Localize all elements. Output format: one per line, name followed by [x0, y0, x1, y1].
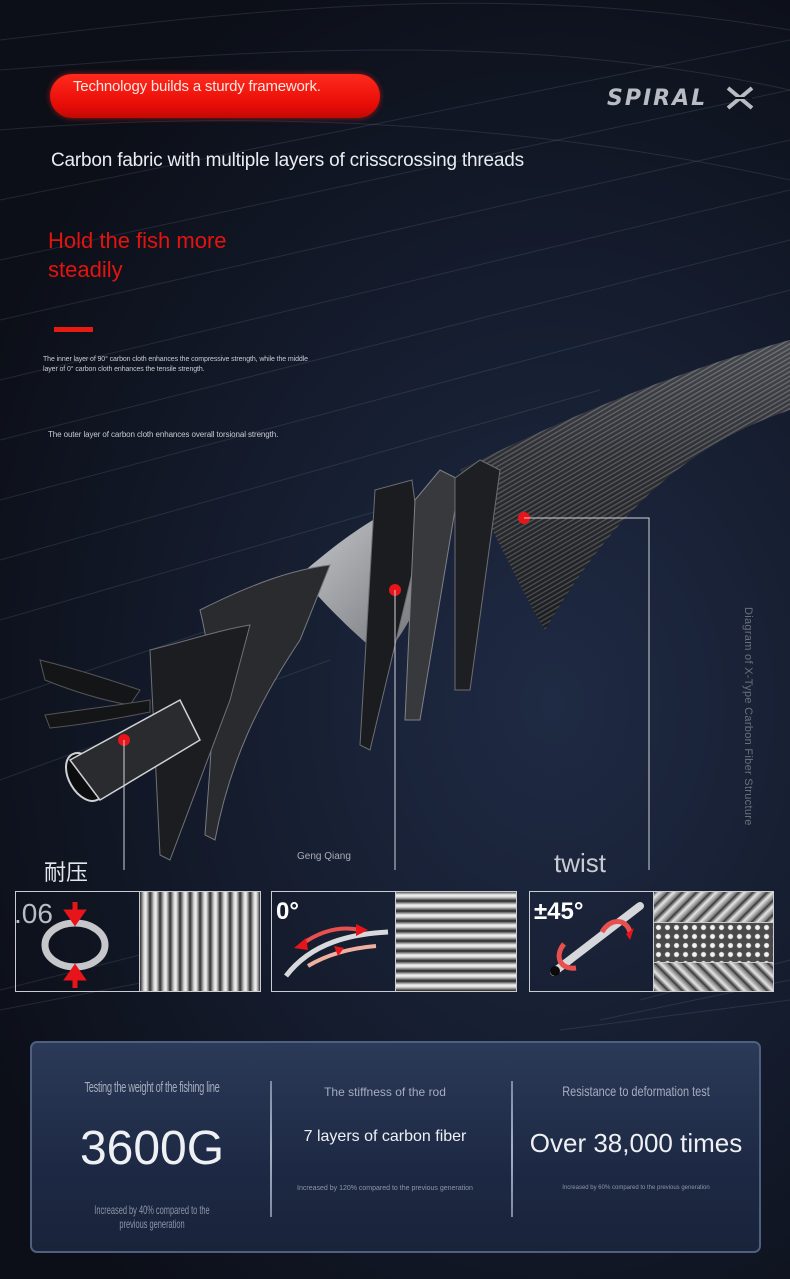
- stat-value: 3600G: [79, 1122, 225, 1175]
- stat-rod-stiffness: The stiffness of the rod 7 layers of car…: [276, 1043, 494, 1251]
- inner-middle-layer-description: The inner layer of 90° carbon cloth enha…: [43, 356, 308, 373]
- brand-logo: SPIRAL: [607, 86, 708, 111]
- stat-note: Increased by 60% compared to the previou…: [562, 1185, 710, 1191]
- vertical-stripes-pattern: [140, 892, 260, 991]
- layer-label-compression: 耐压: [44, 860, 89, 885]
- crosshatch-weave-pattern: [654, 892, 773, 991]
- stat-line-weight: Testing the weight of the fishing line 3…: [42, 1043, 262, 1251]
- stat-caption: The stiffness of the rod: [324, 1085, 446, 1099]
- diagram-caption: Diagram of X-Type Carbon Fiber Structure: [742, 607, 754, 826]
- layer-panel-twist: ±45°: [529, 891, 774, 992]
- stat-caption: Resistance to deformation test: [562, 1083, 710, 1099]
- stat-value: Over 38,000 times: [529, 1128, 743, 1158]
- accent-bar: [54, 327, 93, 332]
- layer-panel-compression: .06: [15, 891, 261, 992]
- layer-label-twist: twist: [554, 848, 606, 878]
- stat-divider: [270, 1081, 272, 1217]
- stat-deformation-resistance: Resistance to deformation test Over 38,0…: [516, 1043, 756, 1251]
- performance-stats-panel: Testing the weight of the fishing line 3…: [30, 1041, 761, 1253]
- stat-caption: Testing the weight of the fishing line: [84, 1079, 220, 1096]
- feature-heading: Hold the fish more steadily: [48, 228, 227, 282]
- layer-label-tensile: Geng Qiang: [297, 851, 351, 862]
- torsion-rotation-icon: ±45°: [530, 892, 654, 991]
- tagline-badge: Technology builds a sturdy framework.: [50, 74, 380, 118]
- section-subtitle: Carbon fabric with multiple layers of cr…: [51, 150, 524, 171]
- angle-label: ±45°: [534, 898, 584, 925]
- tagline-badge-text: Technology builds a sturdy framework.: [73, 78, 321, 95]
- compression-ring-icon: .06: [16, 892, 140, 991]
- stat-note: Increased by 40% compared to the previou…: [94, 1203, 210, 1231]
- horizontal-stripes-pattern: [396, 892, 516, 991]
- tension-arrows-icon: 0°: [272, 892, 396, 991]
- stat-value: 7 layers of carbon fiber: [303, 1128, 467, 1145]
- angle-label: .06: [16, 898, 53, 929]
- angle-label: 0°: [276, 898, 299, 925]
- carbon-rod-illustration: [39, 340, 790, 870]
- outer-layer-description: The outer layer of carbon cloth enhances…: [48, 430, 279, 439]
- stat-note: Increased by 120% compared to the previo…: [297, 1185, 473, 1192]
- stat-divider: [511, 1081, 513, 1217]
- x-mark-logo-icon: [726, 86, 754, 110]
- layer-panel-tensile: 0°: [271, 891, 517, 992]
